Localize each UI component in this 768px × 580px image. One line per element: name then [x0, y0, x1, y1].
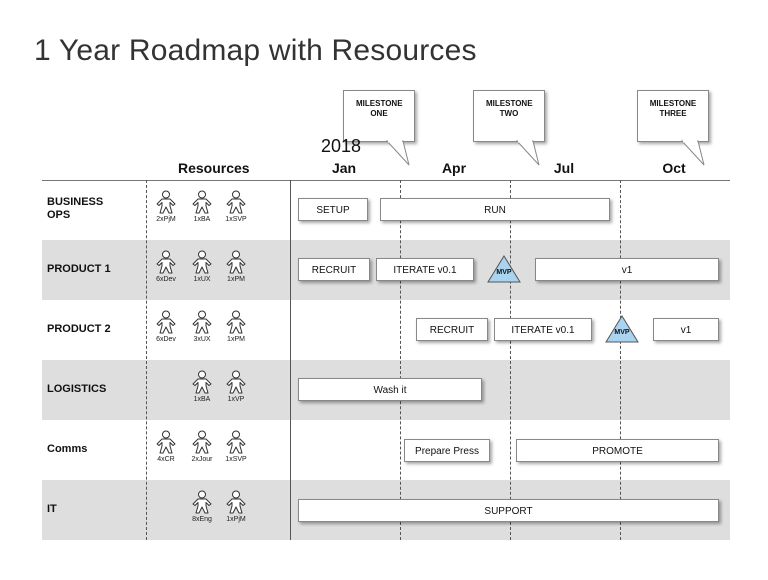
mvp-marker: MVP — [604, 314, 640, 344]
header-divider — [42, 180, 730, 181]
person-icon: 2xPjM — [152, 190, 180, 224]
task-bar-run: RUN — [380, 198, 610, 221]
column-divider-timeline — [290, 180, 291, 540]
mvp-triangle-icon — [487, 255, 521, 283]
quarter-divider-jul — [510, 180, 511, 540]
resource-label: 1xPM — [227, 276, 245, 283]
person-icon: 1xPM — [222, 310, 250, 344]
milestone-two-pointer — [515, 140, 540, 166]
person-icon: 1xSVP — [222, 430, 250, 464]
person-icon: 2xJour — [188, 430, 216, 464]
resource-label: 8xEng — [192, 516, 212, 523]
milestone-one-callout: MILESTONE ONE — [343, 90, 415, 142]
month-oct: Oct — [662, 160, 686, 176]
year-label: 2018 — [321, 136, 362, 156]
row-label: BUSINESS OPS — [47, 196, 104, 221]
row-label: LOGISTICS — [47, 383, 107, 395]
resource-label: 1xVP — [227, 396, 245, 403]
task-bar-setup: SETUP — [298, 198, 368, 221]
mvp-label: MVP — [496, 269, 512, 276]
person-icon: 8xEng — [188, 490, 216, 524]
task-bar-wash-it: Wash it — [298, 378, 482, 401]
resource-label: 1xBA — [193, 396, 211, 403]
milestone-one-label: MILESTONE ONE — [356, 99, 403, 118]
person-icon: 1xBA — [188, 370, 216, 404]
resource-label: 6xDev — [156, 276, 176, 283]
task-bar-promote: PROMOTE — [516, 439, 719, 462]
row-business-ops: BUSINESS OPS — [42, 180, 730, 240]
person-icon: 3xUX — [188, 310, 216, 344]
row-label: Comms — [47, 443, 88, 455]
person-icon: 1xUX — [188, 250, 216, 284]
row-label: IT — [47, 503, 57, 515]
resource-label: 3xUX — [193, 336, 211, 343]
person-icon: 1xPM — [222, 250, 250, 284]
row-label: PRODUCT 2 — [47, 323, 111, 335]
resource-label: 1xBA — [193, 216, 211, 223]
column-divider-resources — [146, 180, 147, 540]
person-icon: 6xDev — [152, 250, 180, 284]
month-jul: Jul — [553, 160, 575, 176]
task-bar-recruit: RECRUIT — [416, 318, 488, 341]
resource-label: 1xSVP — [225, 216, 247, 223]
person-icon: 1xBA — [188, 190, 216, 224]
resource-label: 1xUX — [193, 276, 211, 283]
milestone-three-pointer — [680, 140, 705, 166]
resource-label: 6xDev — [156, 336, 176, 343]
milestone-three-callout: MILESTONE THREE — [637, 90, 709, 142]
mvp-marker: MVP — [486, 254, 522, 284]
task-bar-iterate: ITERATE v0.1 — [376, 258, 474, 281]
resource-label: 2xPjM — [156, 216, 176, 223]
resource-label: 1xPM — [227, 336, 245, 343]
page-title: 1 Year Roadmap with Resources — [34, 34, 477, 67]
resource-label: 1xPjM — [226, 516, 246, 523]
mvp-label: MVP — [614, 329, 630, 336]
resources-header: Resources — [178, 160, 250, 176]
resource-label: 1xSVP — [225, 456, 247, 463]
person-icon: 4xCR — [152, 430, 180, 464]
person-icon: 1xVP — [222, 370, 250, 404]
quarter-divider-apr — [400, 180, 401, 540]
resource-label: 4xCR — [157, 456, 175, 463]
row-comms: Comms — [42, 420, 730, 480]
person-icon: 6xDev — [152, 310, 180, 344]
quarter-divider-oct — [620, 180, 621, 540]
task-bar-support: SUPPORT — [298, 499, 719, 522]
milestone-one-pointer — [385, 140, 410, 166]
mvp-triangle-icon — [605, 315, 639, 343]
milestone-two-callout: MILESTONE TWO — [473, 90, 545, 142]
task-bar-prepare-press: Prepare Press — [404, 439, 490, 462]
milestone-three-label: MILESTONE THREE — [649, 99, 697, 118]
task-bar-iterate: ITERATE v0.1 — [494, 318, 592, 341]
milestone-two-label: MILESTONE TWO — [486, 99, 533, 118]
task-bar-v1: v1 — [535, 258, 719, 281]
resource-label: 2xJour — [191, 456, 213, 463]
task-bar-recruit: RECRUIT — [298, 258, 370, 281]
task-bar-v1: v1 — [653, 318, 719, 341]
person-icon: 1xPjM — [222, 490, 250, 524]
person-icon: 1xSVP — [222, 190, 250, 224]
row-product-2: PRODUCT 2 — [42, 300, 730, 360]
row-label: PRODUCT 1 — [47, 263, 111, 275]
month-jan: Jan — [331, 160, 357, 176]
month-apr: Apr — [441, 160, 467, 176]
